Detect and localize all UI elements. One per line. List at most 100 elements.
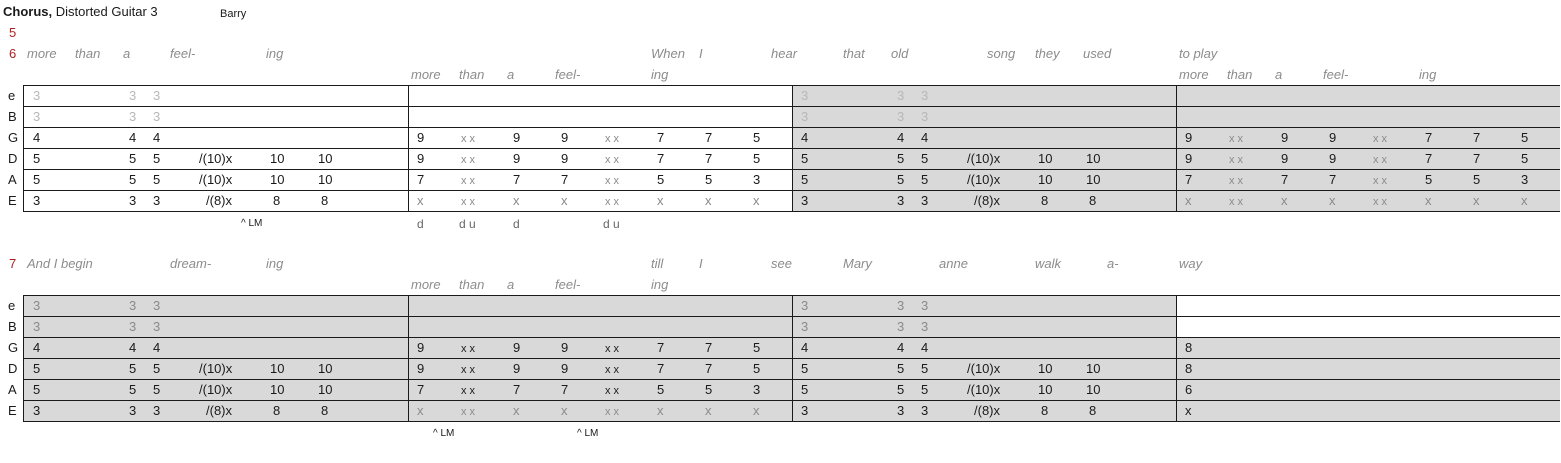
- lyric-word: Mary: [843, 256, 872, 271]
- fret-note: x x: [461, 406, 476, 418]
- fret-note: 5: [801, 172, 809, 187]
- fret-note: 10: [318, 172, 333, 187]
- fret-note: x x: [461, 175, 476, 187]
- lyric-word: walk: [1035, 256, 1062, 271]
- lyric-word: dream-: [170, 256, 212, 271]
- fret-note: 5: [705, 382, 713, 397]
- lyric-word: that: [843, 46, 865, 61]
- fret-note: 10: [318, 361, 333, 376]
- fret-note: x: [753, 193, 760, 208]
- fret-note: 5: [753, 151, 761, 166]
- fret-note: x x: [605, 343, 620, 355]
- strum-mark: d u: [459, 217, 476, 231]
- lyric-word: more: [411, 277, 441, 292]
- fret-note: 5: [1521, 130, 1529, 145]
- fret-note: 5: [657, 172, 665, 187]
- fret-note: 3: [153, 193, 161, 208]
- fret-note: x x: [461, 154, 476, 166]
- fret-note: 7: [1473, 151, 1481, 166]
- lyric-word: feel-: [555, 67, 581, 82]
- fret-note: 9: [1329, 130, 1337, 145]
- lyric-word: than: [459, 277, 485, 292]
- section-name: Chorus,: [3, 4, 53, 19]
- fret-note: 10: [318, 151, 333, 166]
- fret-note: 3: [33, 193, 41, 208]
- fret-note: 3: [897, 319, 905, 334]
- fret-note: x x: [461, 196, 476, 208]
- lyric-word: see: [771, 256, 792, 271]
- fret-note: 3: [897, 298, 905, 313]
- fret-note: 7: [1281, 172, 1289, 187]
- strum-mark: d u: [603, 217, 620, 231]
- fret-note: 5: [801, 382, 809, 397]
- fret-note: 3: [897, 403, 905, 418]
- fret-note: x: [561, 193, 568, 208]
- fret-note: 7: [657, 340, 665, 355]
- fret-note: 4: [153, 340, 161, 355]
- string-label-B: B: [8, 109, 17, 124]
- string-line: [23, 127, 1560, 128]
- lyric-word: a: [1275, 67, 1283, 82]
- fret-note: 9: [513, 130, 521, 145]
- fret-note: 7: [705, 361, 713, 376]
- lyric-word: a: [507, 277, 515, 292]
- bar-line: [1176, 295, 1177, 421]
- fret-note: 5: [801, 151, 809, 166]
- fret-note: 3: [921, 298, 929, 313]
- fret-note: 5: [753, 361, 761, 376]
- strum-mark: d: [417, 217, 424, 231]
- fret-note: 7: [705, 130, 713, 145]
- fret-note: 3: [801, 298, 809, 313]
- fret-note: 3: [33, 298, 41, 313]
- fret-note: /(8)x: [206, 403, 232, 418]
- string-line: [23, 316, 1560, 317]
- fret-note: 5: [801, 361, 809, 376]
- fret-note: 9: [417, 130, 425, 145]
- lyric-word: than: [1227, 67, 1253, 82]
- fret-note: 4: [129, 340, 137, 355]
- fret-note: 4: [801, 340, 809, 355]
- fret-note: x x: [605, 364, 620, 376]
- fret-note: 4: [921, 130, 929, 145]
- fret-note: x x: [1229, 133, 1244, 145]
- fret-note: x x: [461, 385, 476, 397]
- fret-note: 10: [1038, 151, 1053, 166]
- fret-note: 5: [129, 151, 137, 166]
- fret-note: 3: [801, 109, 809, 124]
- fret-note: 5: [897, 382, 905, 397]
- lyric-word: more: [411, 67, 441, 82]
- fret-note: 9: [417, 361, 425, 376]
- lyric-word: ing: [266, 46, 284, 61]
- lyric-word: feel-: [1323, 67, 1349, 82]
- strum-mark: d: [513, 217, 520, 231]
- fret-note: x x: [461, 343, 476, 355]
- fret-note: 5: [921, 382, 929, 397]
- bar-line: [23, 295, 24, 421]
- fret-note: x: [417, 403, 424, 418]
- fret-note: 9: [417, 340, 425, 355]
- fret-note: x: [513, 193, 520, 208]
- fret-note: 10: [270, 382, 285, 397]
- fret-note: 8: [1089, 403, 1097, 418]
- fret-note: 9: [417, 151, 425, 166]
- fret-note: 7: [513, 382, 521, 397]
- fret-note: /(10)x: [967, 382, 1001, 397]
- lm-annotation: ^ LM: [577, 428, 599, 439]
- lyric-word: I: [699, 46, 703, 61]
- lyric-word: than: [75, 46, 101, 61]
- fret-note: 5: [1521, 151, 1529, 166]
- string-label-E: E: [8, 403, 17, 418]
- fret-note: 7: [1425, 130, 1433, 145]
- fret-note: 3: [801, 88, 809, 103]
- fret-note: 4: [129, 130, 137, 145]
- fret-note: 8: [273, 193, 281, 208]
- string-line: [23, 421, 1560, 422]
- fret-note: x: [417, 193, 424, 208]
- fret-note: 9: [513, 340, 521, 355]
- fret-note: x x: [1229, 175, 1244, 187]
- fret-note: 10: [1038, 172, 1053, 187]
- fret-note: 9: [1185, 130, 1193, 145]
- lm-annotation: ^ LM: [433, 428, 455, 439]
- fret-note: x x: [1373, 196, 1388, 208]
- fret-note: 3: [921, 319, 929, 334]
